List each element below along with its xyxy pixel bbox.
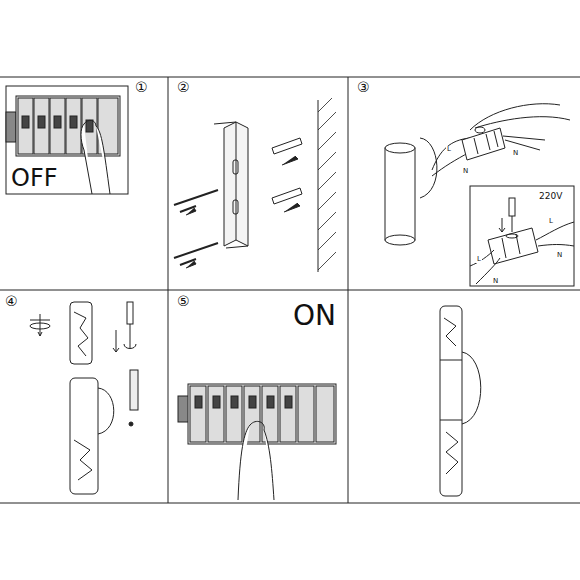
callout-number: ⑤ xyxy=(176,294,191,308)
wire-label: L xyxy=(476,256,482,263)
state-label: OFF xyxy=(10,166,59,190)
wire-label: N xyxy=(462,168,469,175)
wire-label: N xyxy=(512,150,519,157)
voltage-label: 220V xyxy=(538,192,563,201)
callout-number: ③ xyxy=(356,80,371,94)
wire-label: L xyxy=(446,146,452,153)
callout-number: ① xyxy=(134,80,149,94)
callout-number: ④ xyxy=(4,294,19,308)
callout-number: ② xyxy=(176,80,191,94)
wire-label: N xyxy=(492,278,499,285)
state-label: ON xyxy=(292,302,337,330)
wire-label: N xyxy=(556,252,563,259)
wire-label: L xyxy=(548,218,554,225)
